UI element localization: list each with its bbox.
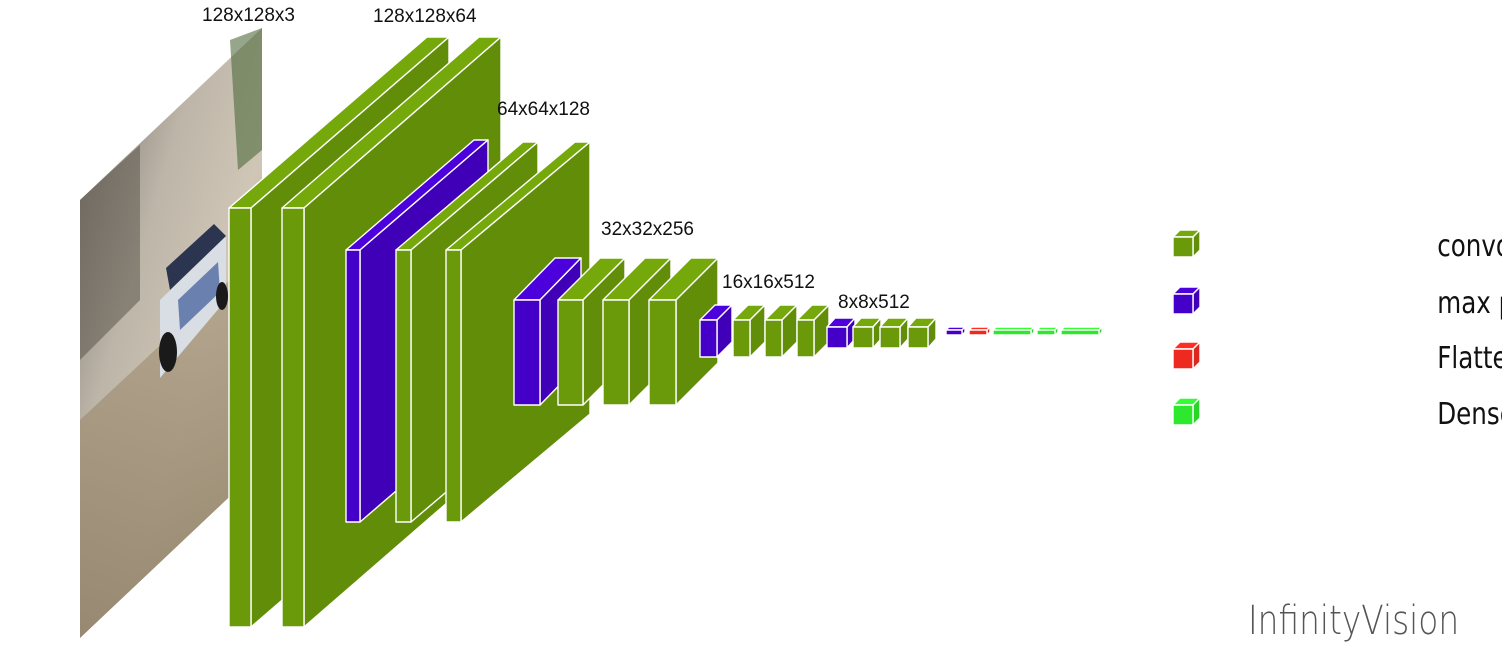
dim-label-input: 128x128x3 [202, 5, 295, 26]
layer-convolution-12 [764, 304, 798, 358]
layer-convolution-17 [907, 317, 937, 349]
rally-car [159, 224, 228, 378]
legend-label-max-pooling: max pooling [1437, 287, 1502, 321]
input-image [80, 28, 262, 638]
legend-label-dense: Dense + ReLU [1437, 398, 1502, 432]
brand-watermark: InfinityVision [1248, 597, 1459, 644]
layer-convolution-9 [648, 257, 719, 406]
dim-label-block2: 64x64x128 [497, 99, 590, 120]
layer-convolution-16 [879, 317, 909, 349]
layer-blocks [228, 36, 1103, 628]
layer-max-pooling-14 [826, 317, 856, 349]
layer-max-pooling-10 [699, 304, 733, 358]
legend-label-convolution: convolution + ReLU [1437, 230, 1502, 264]
layer-convolution-11 [732, 304, 766, 358]
dim-label-block1: 128x128x64 [373, 6, 477, 27]
legend-max-pooling-icon [1172, 286, 1201, 315]
dim-label-block5: 8x8x512 [838, 292, 910, 313]
legend-convolution-icon [1172, 229, 1201, 258]
legend-dense-icon [1172, 397, 1201, 426]
legend-label-flatten: Flatten [1437, 342, 1502, 376]
layer-dense-22 [1060, 326, 1103, 336]
layer-max-pooling-18 [945, 326, 966, 336]
layer-dense-21 [1036, 326, 1059, 336]
dim-label-block4: 16x16x512 [722, 272, 815, 293]
layer-dense-20 [992, 326, 1035, 336]
dim-label-block3: 32x32x256 [601, 219, 694, 240]
layer-convolution-15 [852, 317, 882, 349]
layer-flatten-19 [968, 326, 991, 336]
legend-flatten-icon [1172, 341, 1201, 370]
legend: convolution + ReLU max pooling Flatten D… [1172, 229, 1502, 432]
layer-convolution-13 [796, 304, 830, 358]
